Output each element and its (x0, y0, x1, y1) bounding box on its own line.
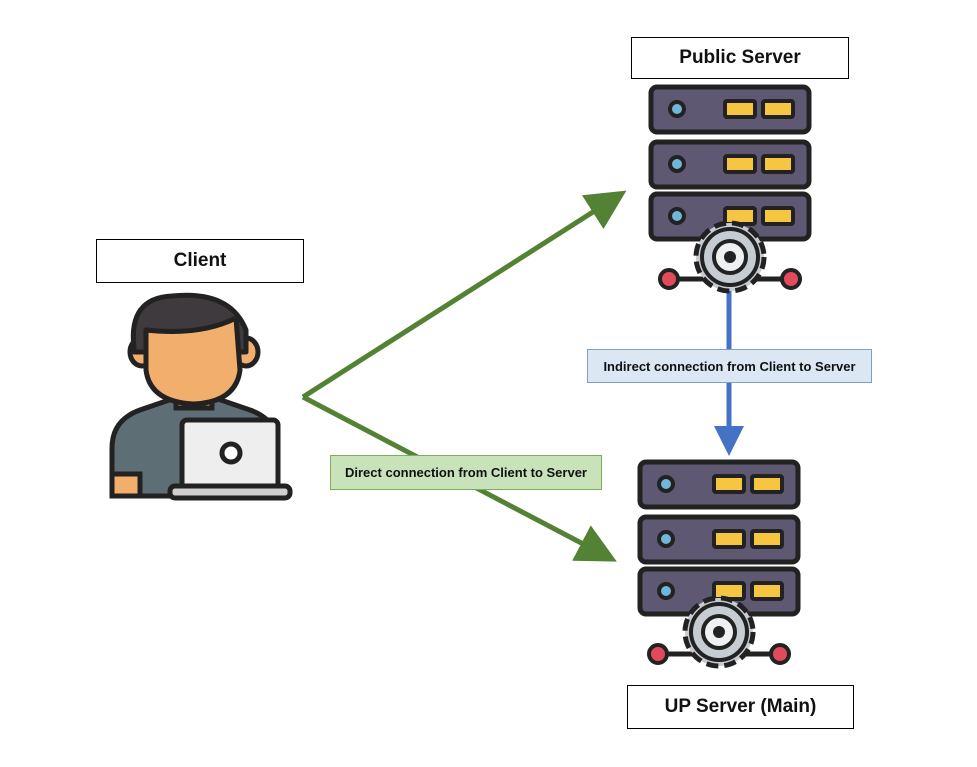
main-server-label: UP Server (Main) (627, 685, 854, 729)
direct-connection-label: Direct connection from Client to Server (330, 455, 602, 490)
client-user-icon (109, 292, 293, 501)
public-server-label: Public Server (631, 37, 849, 79)
gear-icon (682, 595, 756, 669)
arrow-to-public-server (301, 190, 627, 400)
public-server-icon (648, 84, 812, 294)
client-label: Client (96, 239, 304, 283)
main-server-icon (637, 459, 801, 669)
gear-icon (693, 220, 767, 294)
indirect-connection-label: Indirect connection from Client to Serve… (587, 349, 872, 383)
